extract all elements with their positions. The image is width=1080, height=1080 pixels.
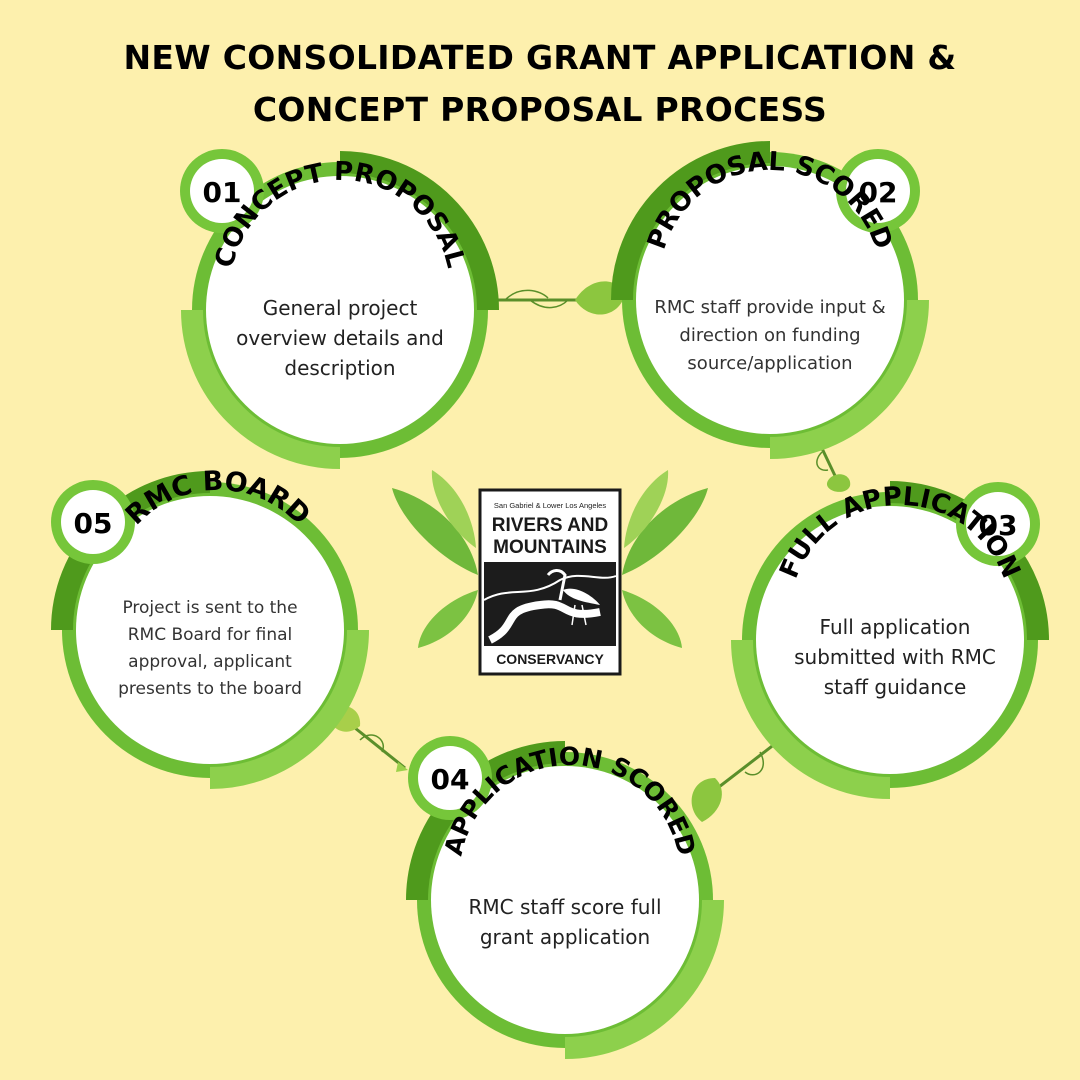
- page-title: NEW CONSOLIDATED GRANT APPLICATION & CON…: [0, 32, 1080, 136]
- step-05-description: Project is sent to the RMC Board for fin…: [118, 598, 302, 699]
- step-02: 02 PROPOSAL SCORED: [611, 141, 929, 459]
- step-01-description: General project overview details and des…: [236, 296, 444, 380]
- step-05: 05 RMC BOARD: [51, 466, 369, 789]
- step-05-number: 05: [74, 507, 113, 540]
- step-03: 03 FULL APPLICATION: [731, 481, 1049, 799]
- title-line-2: CONCEPT PROPOSAL PROCESS: [252, 90, 828, 129]
- step-03-number: 03: [979, 509, 1018, 542]
- logo-name-line-2: MOUNTAINS: [493, 537, 607, 558]
- step-04-description: RMC staff score full grant application: [468, 895, 662, 949]
- step-01: 01 CONCEPT PROPOSAL: [180, 149, 499, 469]
- conservancy-logo: San Gabriel & Lower Los Angeles RIVERS A…: [478, 488, 622, 676]
- step-03-description: Full application submitted with RMC staf…: [794, 615, 996, 699]
- connector-01-02: [482, 281, 625, 315]
- step-04: 04 APPLICATION SCORED: [406, 736, 724, 1059]
- center-leaves: [392, 470, 708, 648]
- logo-name-line-1: RIVERS AND: [492, 515, 608, 536]
- step-02-number: 02: [859, 176, 898, 209]
- title-line-1: NEW CONSOLIDATED GRANT APPLICATION &: [123, 38, 957, 77]
- step-02-description: RMC staff provide input & direction on f…: [654, 297, 886, 374]
- step-04-number: 04: [431, 763, 470, 796]
- step-01-number: 01: [203, 176, 242, 209]
- logo-tagline: San Gabriel & Lower Los Angeles: [494, 501, 606, 510]
- logo-name-line-3: CONSERVANCY: [496, 651, 604, 667]
- connector-03-04: [691, 738, 781, 822]
